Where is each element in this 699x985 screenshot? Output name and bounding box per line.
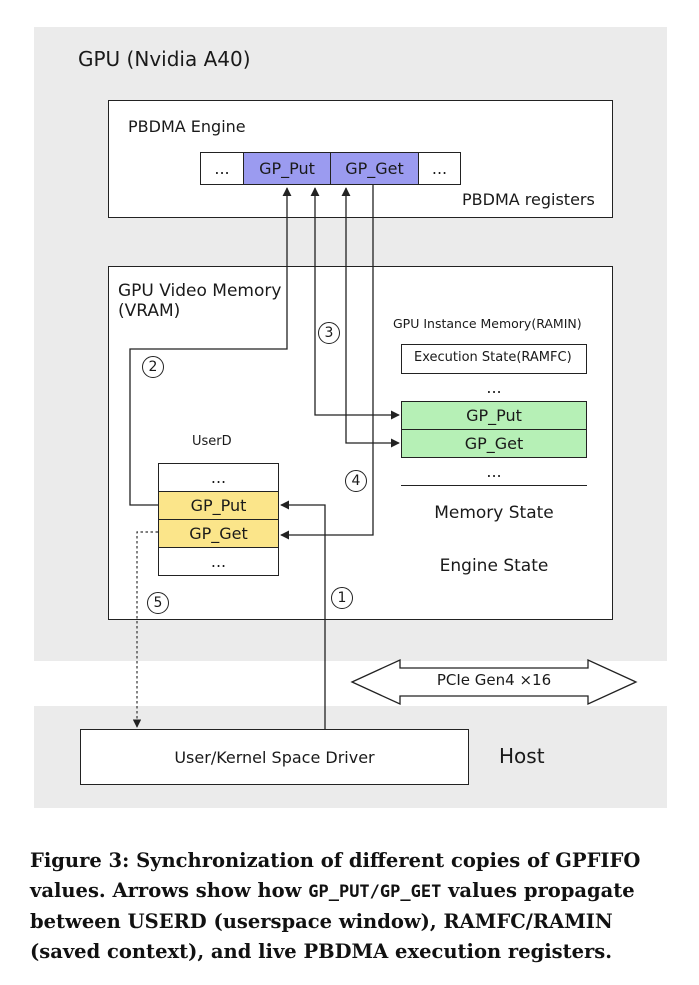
driver-label: User/Kernel Space Driver xyxy=(174,747,375,767)
arrow-3-pbdma-get-to-ramfc xyxy=(341,187,400,448)
ramfc-memory-state: Memory State xyxy=(401,485,587,540)
driver-box xyxy=(80,729,469,785)
ramin-title: GPU Instance Memory(RAMIN) xyxy=(393,316,582,331)
step-marker-5: 5 xyxy=(147,592,169,614)
figure-caption: Figure 3: Synchronization of different c… xyxy=(30,846,675,967)
pbdma-registers-label: PBDMA registers xyxy=(462,190,595,209)
arrow-3-pbdma-put-to-ramfc xyxy=(310,187,400,420)
ramfc-cell-gp-get: GP_Get xyxy=(401,429,587,458)
caption-code: GP_PUT/GP_GET xyxy=(308,882,442,902)
ramfc-cell-ellipsis-bottom: ... xyxy=(401,457,587,486)
step-marker-2: 2 xyxy=(142,356,164,378)
step-marker-3: 3 xyxy=(318,322,340,344)
ramfc-cell-gp-put: GP_Put xyxy=(401,401,587,430)
pbdma-cell-ellipsis-right: ... xyxy=(418,152,461,185)
userd-cell-gp-get: GP_Get xyxy=(158,519,279,548)
userd-cell-ellipsis-bottom: ... xyxy=(158,547,279,576)
host-title: Host xyxy=(499,744,545,768)
arrow-2-userd-to-pbdma xyxy=(129,187,292,506)
pbdma-cell-ellipsis-left: ... xyxy=(200,152,244,185)
pbdma-cell-gp-put: GP_Put xyxy=(243,152,331,185)
ramfc-header: Execution State(RAMFC) xyxy=(414,350,572,365)
arrow-4-pbdma-to-userd xyxy=(280,185,374,540)
ramfc-engine-state: Engine State xyxy=(401,539,587,592)
vram-title-line1: GPU Video Memory xyxy=(118,281,282,301)
pcie-label: PCIe Gen4 ×16 xyxy=(436,671,552,689)
pbdma-engine-title: PBDMA Engine xyxy=(128,117,246,136)
pcie-double-arrow xyxy=(350,658,638,706)
arrow-1-driver-to-userd xyxy=(280,500,326,729)
arrow-5-userd-to-driver xyxy=(132,531,158,728)
caption-part1: Figure 3: Synchronization of different c… xyxy=(30,849,641,902)
userd-cell-gp-put: GP_Put xyxy=(158,491,279,520)
userd-cell-ellipsis-top: ... xyxy=(158,463,279,492)
vram-title-line2: (VRAM) xyxy=(118,301,181,321)
ramfc-cell-ellipsis-top: ... xyxy=(401,373,587,402)
pbdma-cell-gp-get: GP_Get xyxy=(330,152,419,185)
caption-part2: values propagate between USERD (userspac… xyxy=(30,879,635,963)
step-marker-4: 4 xyxy=(345,470,367,492)
step-marker-1: 1 xyxy=(331,587,353,609)
userd-title: UserD xyxy=(192,434,232,449)
gpu-title: GPU (Nvidia A40) xyxy=(78,47,251,71)
